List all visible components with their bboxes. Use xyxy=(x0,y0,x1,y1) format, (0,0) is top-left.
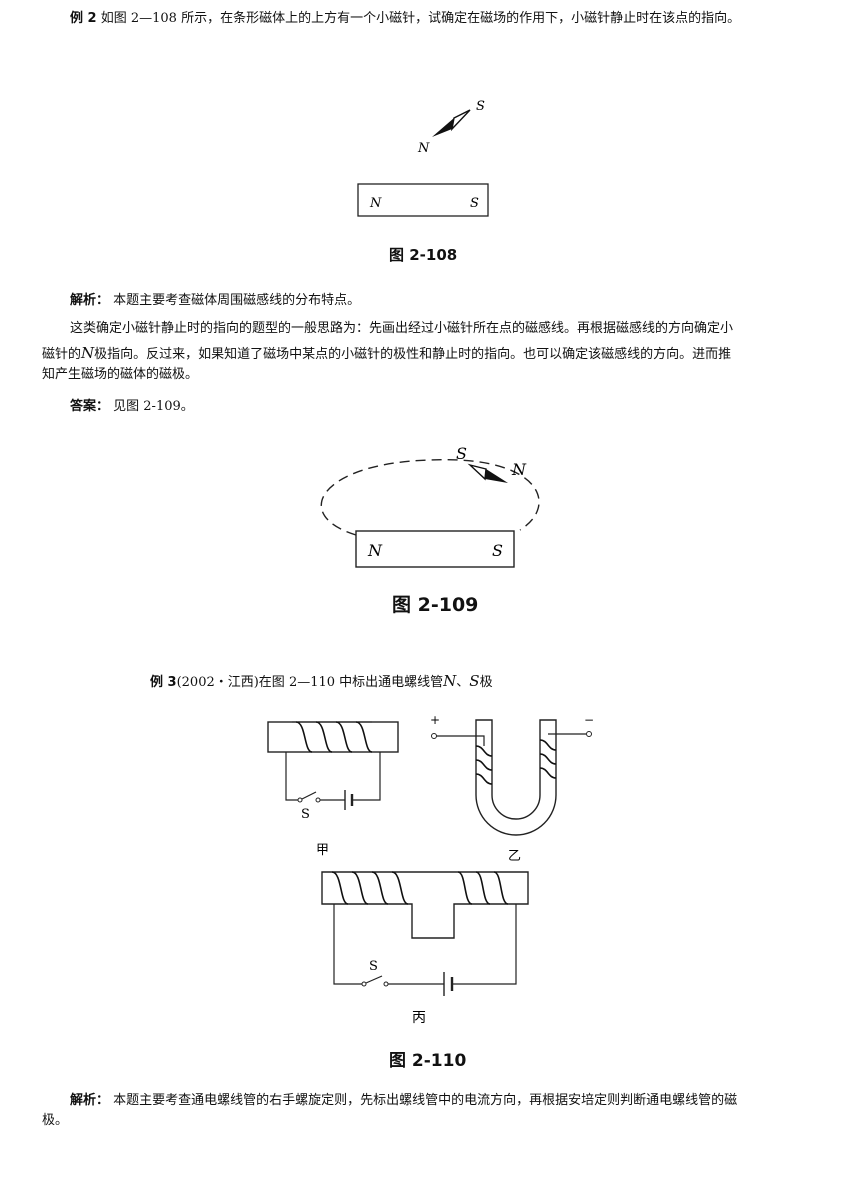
compass-needle xyxy=(467,463,508,483)
s-pole-symbol: S xyxy=(469,672,480,690)
needle-north-half xyxy=(432,118,454,137)
method-line-1: 这类确定小磁针静止时的指向的题型的一般思路为：先画出经过小磁针所在点的磁感线。再… xyxy=(70,321,734,336)
needle-south-half xyxy=(467,463,487,481)
magnet-s-label: S xyxy=(470,196,479,211)
coil-left xyxy=(475,745,493,785)
minus-label: − xyxy=(584,713,594,727)
magnetic-field-line xyxy=(320,459,540,536)
magnet-n-label: N xyxy=(369,196,382,211)
analysis-2-line-2: 极。 xyxy=(42,1113,69,1128)
analysis-1-text: 本题主要考查磁体周围磁感线的分布特点。 xyxy=(113,293,361,308)
analysis-1-label: 解析： xyxy=(70,293,110,308)
needle-n-label: N xyxy=(417,141,430,156)
figure-2-110-caption: 图 2-110 xyxy=(389,1051,467,1071)
figure-2-108-caption: 图 2-108 xyxy=(389,246,458,264)
answer-paragraph: 答案： 见图 2-109。 xyxy=(70,396,194,418)
label-jia: 甲 xyxy=(316,843,329,858)
example-2-label: 例 2 xyxy=(70,11,97,26)
figure-2-108: N S N S xyxy=(357,99,489,217)
magnet-n-label: N xyxy=(367,541,383,560)
method-line-2: 磁针的N极指向。反过来，如果知道了磁场中某点的小磁针的极性和静止时的指向。也可以… xyxy=(42,344,732,362)
analysis-2-line-1: 解析： 本题主要考查通电螺线管的右手螺旋定则，先标出螺线管中的电流方向，再根据安… xyxy=(70,1090,737,1112)
example-3-paragraph: 例 3(2002・江西)在图 2—110 中标出通电螺线管N、S极 xyxy=(150,672,493,690)
example-2-paragraph: 例 2 如图 2—108 所示，在条形磁体上的上方有一个小磁针，试确定在磁场的作… xyxy=(70,8,740,30)
needle-north-half xyxy=(485,469,508,483)
method-line-3: 知产生磁场的磁体的磁极。 xyxy=(42,367,199,382)
circuit-bing: S 丙 xyxy=(321,871,529,1026)
example-3-label: 例 3 xyxy=(150,675,177,690)
needle-n-label: N xyxy=(511,460,527,479)
iron-core-jia xyxy=(267,721,399,753)
coil-bing-left xyxy=(331,871,409,905)
coil-jia xyxy=(292,721,373,753)
example-2-text: 如图 2—108 所示，在条形磁体上的上方有一个小磁针，试确定在磁场的作用下，小… xyxy=(100,11,741,26)
answer-text: 见图 2-109。 xyxy=(113,399,194,414)
figure-2-109: S N N S xyxy=(320,444,540,568)
switch-jia xyxy=(301,791,317,800)
label-yi: 乙 xyxy=(508,849,521,864)
bar-magnet xyxy=(357,183,489,217)
circuit-yi: + − xyxy=(430,713,594,836)
answer-label: 答案： xyxy=(70,399,110,414)
switch-bing xyxy=(365,975,383,984)
u-core xyxy=(475,719,557,836)
core-bing xyxy=(321,871,529,939)
needle-s-label: S xyxy=(456,444,467,463)
label-bing: 丙 xyxy=(412,1010,426,1026)
analysis-1-paragraph: 解析： 本题主要考查磁体周围磁感线的分布特点。 xyxy=(70,290,360,312)
analysis-2-label: 解析： xyxy=(70,1093,110,1108)
needle-south-half xyxy=(450,109,471,132)
analysis-2-text: 本题主要考查通电螺线管的右手螺旋定则，先标出螺线管中的电流方向，再根据安培定则判… xyxy=(113,1093,738,1108)
compass-needle xyxy=(432,109,471,137)
n-pole-symbol: N xyxy=(443,672,457,690)
switch-label-jia: S xyxy=(301,807,310,822)
figure-2-110: S + − 甲 乙 xyxy=(267,713,594,1026)
switch-label-bing: S xyxy=(369,959,378,974)
figure-2-109-caption: 图 2-109 xyxy=(392,594,479,616)
example-3-text: (2002・江西)在图 2—110 中标出通电螺线管 xyxy=(176,675,444,690)
plus-label: + xyxy=(430,713,440,727)
circuit-jia: S xyxy=(267,721,399,822)
coil-right xyxy=(539,739,557,779)
needle-s-label: S xyxy=(476,99,485,114)
n-pole-symbol: N xyxy=(81,344,95,362)
coil-bing-right xyxy=(457,871,509,905)
magnet-s-label: S xyxy=(492,541,503,560)
bar-magnet xyxy=(355,530,515,568)
